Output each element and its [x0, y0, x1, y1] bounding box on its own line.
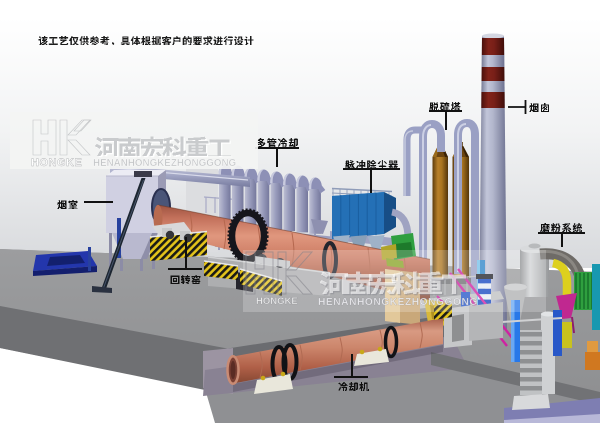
svg-text:HENANHONGKEZHONGGONG: HENANHONGKEZHONGGONG	[93, 158, 237, 169]
svg-text:HONGKE: HONGKE	[256, 296, 298, 307]
svg-text:HONGKE: HONGKE	[31, 157, 82, 169]
svg-text:HENANHONGKEZHONGGONG: HENANHONGKEZHONGGONG	[318, 297, 478, 308]
